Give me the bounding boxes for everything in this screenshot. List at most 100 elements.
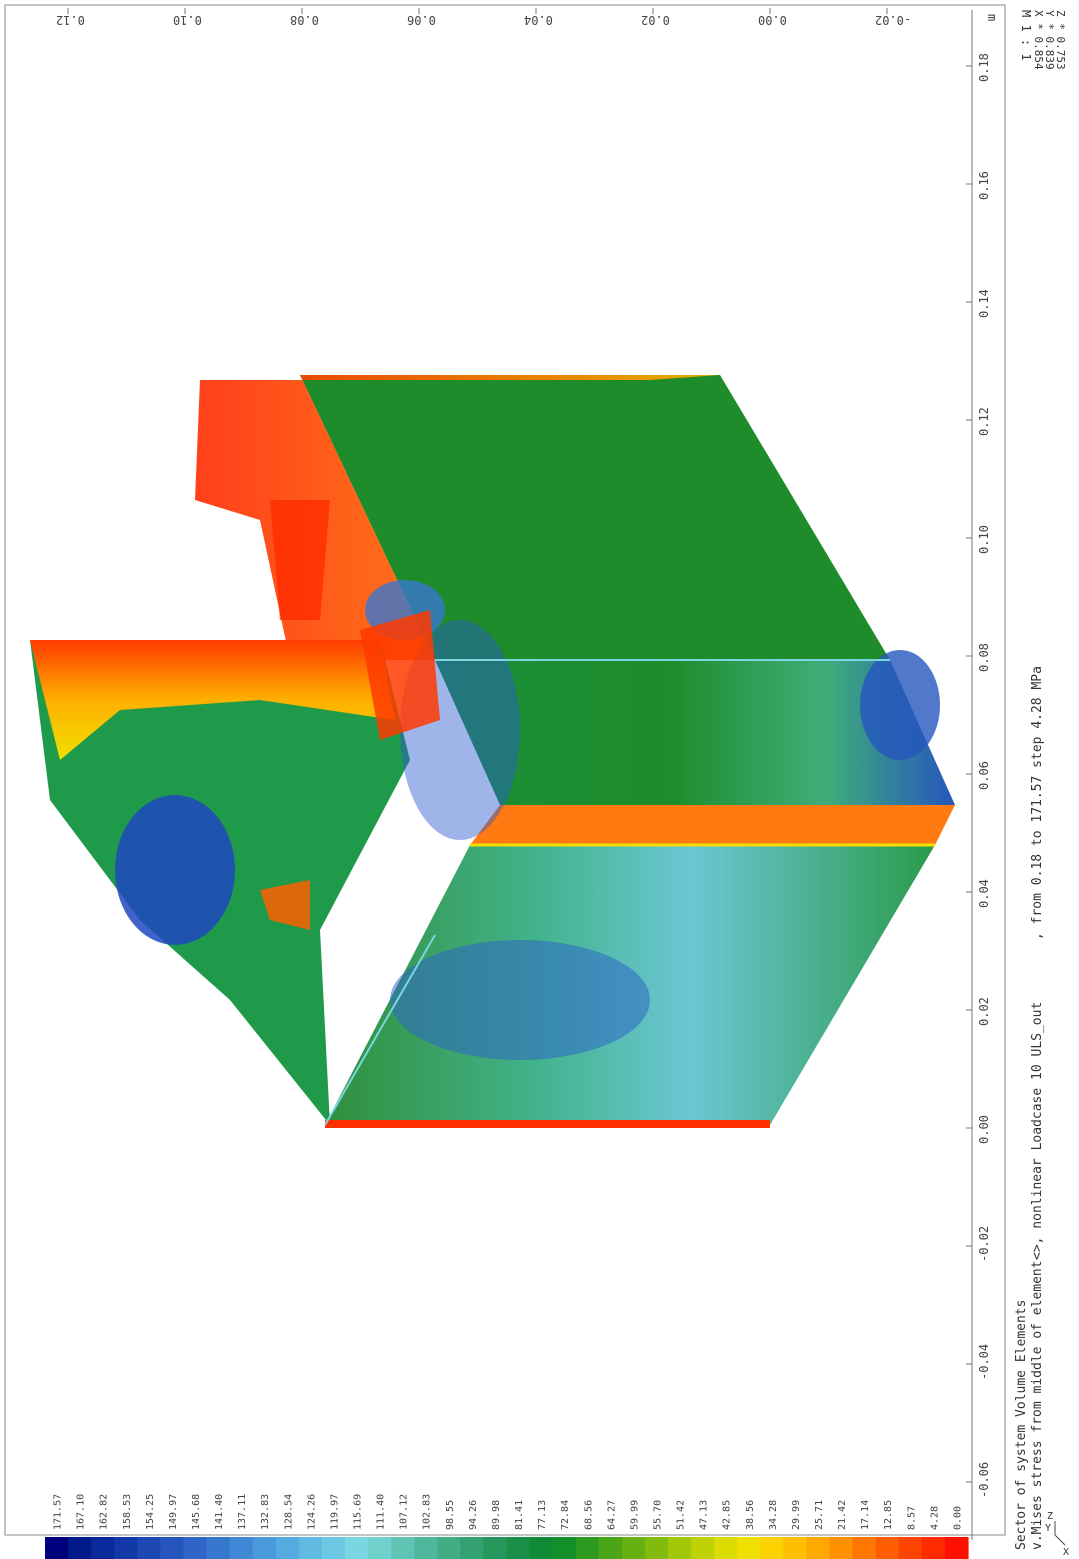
right-axis-tick-label: 0.06 <box>407 13 436 27</box>
legend-swatch <box>437 1537 461 1559</box>
legend-value: 42.85 <box>722 1500 733 1530</box>
red-accent-top <box>270 500 330 620</box>
scale-label: M 1 : 1 <box>1019 10 1033 61</box>
axis-x-label: X <box>1063 1547 1069 1558</box>
scale-y: Y * 0.839 <box>1043 10 1056 70</box>
legend-value: 124.26 <box>306 1494 317 1530</box>
top-red-region <box>195 375 720 660</box>
legend-value: 77.13 <box>537 1500 548 1530</box>
legend-swatch <box>91 1537 115 1559</box>
bottom-axis-tick-label: 0.10 <box>977 525 991 554</box>
title-line-1: Sector of system Volume Elements <box>1014 1300 1029 1550</box>
legend-value: 98.55 <box>445 1500 456 1530</box>
legend-value: 162.82 <box>99 1494 110 1530</box>
legend-value: 128.54 <box>283 1494 294 1530</box>
red-accent-mid <box>360 610 440 740</box>
legend-value: 137.11 <box>237 1494 248 1530</box>
title-line-2: v.Mises stress from middle of element <box>1030 1260 1045 1550</box>
legend-swatch <box>668 1537 692 1559</box>
legend-value: 8.57 <box>906 1506 917 1530</box>
right-axis-tick-label: -0.02 <box>875 13 911 27</box>
legend-swatch <box>114 1537 138 1559</box>
legend-swatch <box>275 1537 300 1559</box>
legend-swatch <box>506 1537 531 1559</box>
legend-value: 59.99 <box>629 1500 640 1530</box>
legend-value: 119.97 <box>329 1494 340 1530</box>
axis-z-label: Z <box>1047 1511 1053 1522</box>
legend-swatch <box>414 1537 438 1559</box>
bottom-red-edge <box>325 1120 770 1128</box>
legend-value: 55.70 <box>652 1500 663 1530</box>
unit-label: m <box>985 14 999 21</box>
plot-frame <box>4 4 1006 1536</box>
legend-swatch <box>829 1537 854 1559</box>
legend-value: 38.56 <box>745 1500 756 1530</box>
bottom-axis-tick-label: -0.06 <box>977 1462 991 1498</box>
legend-swatch <box>621 1537 646 1559</box>
bottom-axis-tick-label: 0.00 <box>977 1115 991 1144</box>
right-axis-tick-label: 0.04 <box>524 13 553 27</box>
bottom-axis-tick-label: -0.04 <box>977 1344 991 1380</box>
legend-value: 94.26 <box>468 1500 479 1530</box>
bottom-axis: -0.06-0.04-0.020.000.020.040.060.080.100… <box>966 10 991 1540</box>
legend-value: 29.99 <box>791 1500 802 1530</box>
legend-swatch <box>45 1537 69 1559</box>
right-axis-tick-label: 0.08 <box>290 13 319 27</box>
red-orange-stripe-face <box>470 805 955 845</box>
legend-swatch <box>183 1537 208 1559</box>
red-accent-left <box>260 880 310 930</box>
legend-value: 154.25 <box>145 1494 156 1530</box>
legend-swatch <box>737 1537 761 1559</box>
legend-value: 64.27 <box>606 1500 617 1530</box>
legend-swatch <box>575 1537 600 1559</box>
legend-swatch <box>252 1537 277 1559</box>
legend-value: 34.28 <box>768 1500 779 1530</box>
bottom-axis-tick-label: 0.12 <box>977 407 991 436</box>
stress-contour-model <box>30 375 955 1128</box>
legend-swatch <box>691 1537 715 1559</box>
legend-swatch <box>160 1537 185 1559</box>
bottom-axis-tick-label: 0.04 <box>977 879 991 908</box>
highlight-line-3 <box>324 934 436 1126</box>
legend-value: 72.84 <box>560 1500 571 1530</box>
bottom-axis-tick-label: 0.16 <box>977 171 991 200</box>
legend-value: 149.97 <box>168 1494 179 1530</box>
legend-swatch <box>921 1537 946 1559</box>
front-face-top-green <box>300 375 890 660</box>
legend-value: 171.57 <box>53 1494 64 1530</box>
legend-swatch <box>714 1537 738 1559</box>
legend-value: 141.40 <box>214 1494 225 1530</box>
legend-value: 21.42 <box>837 1500 848 1530</box>
legend-swatch <box>68 1537 92 1559</box>
legend-swatch <box>483 1537 508 1559</box>
front-face-upper-green <box>435 660 955 805</box>
legend-value: 111.40 <box>376 1494 387 1530</box>
legend-value: 68.56 <box>583 1500 594 1530</box>
legend-swatch <box>852 1537 877 1559</box>
legend-value: 81.41 <box>514 1500 525 1530</box>
legend-value: 107.12 <box>399 1494 410 1530</box>
legend-value: 145.68 <box>191 1494 202 1530</box>
legend-swatch <box>529 1537 554 1559</box>
scale-info: M 1 : 1 X * 0.854 Y * 0.839 Z * 0.753 <box>1019 10 1067 70</box>
legend-swatch <box>898 1537 923 1559</box>
bottom-axis-tick-label: 0.02 <box>977 997 991 1026</box>
blue-patch-left <box>115 795 235 945</box>
legend-value: 4.28 <box>929 1506 940 1530</box>
axis-y-label: Y <box>1045 1523 1051 1534</box>
legend-swatch <box>944 1537 969 1559</box>
legend-swatch <box>391 1537 415 1559</box>
legend-value: 132.83 <box>260 1494 271 1530</box>
right-axis-tick-label: 0.00 <box>758 13 787 27</box>
legend-value: 167.10 <box>76 1494 87 1530</box>
right-axis-tick-label: 0.02 <box>641 13 670 27</box>
legend-value: 115.69 <box>353 1494 364 1530</box>
legend-swatch <box>298 1537 323 1559</box>
legend-swatch <box>875 1537 900 1559</box>
legend-value: 25.71 <box>814 1500 825 1530</box>
legend-swatch <box>806 1537 831 1559</box>
scale-z: Z * 0.753 <box>1054 10 1067 70</box>
bottom-axis-tick-label: 0.14 <box>977 289 991 318</box>
